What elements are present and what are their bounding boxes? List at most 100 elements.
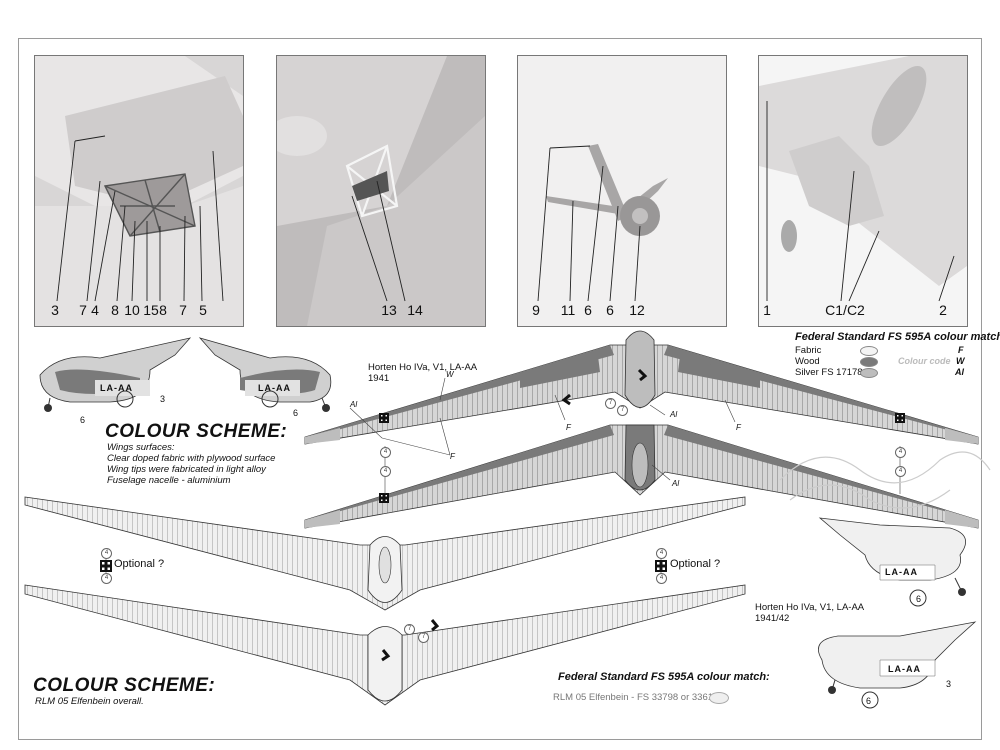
sideview-left-1941 [39,337,192,412]
photo-cockpit-frame-image [277,56,485,326]
material-code-fabric: F [450,452,455,461]
decal-callout-4: 4 [380,466,391,477]
federal-row-label: Fabric [795,345,822,356]
decal-callout-4: 4 [895,447,906,458]
decal-callout-7: 7 [605,398,616,409]
material-code-fabric: F [736,423,741,432]
callout-label: 13 [381,302,397,318]
callout-label: 9 [532,302,540,318]
federal-row-code: F [958,345,964,355]
colour-code-label: Colour code [898,356,951,366]
registration-label: LA-AA [888,664,921,674]
callout-label: 8 [111,302,119,318]
colour-scheme-line: Fuselage nacelle - aluminium [107,475,231,486]
colour-scheme-line: Clear doped fabric with plywood surface [107,453,276,464]
colour-scheme-line: Wing tips were fabricated in light alloy [107,464,266,475]
sideview-left-1942 [818,621,977,709]
decal-callout-7: 7 [617,405,628,416]
callout-label: 15 [143,302,159,318]
federal-standard-title: Federal Standard FS 595A colour match: [558,671,770,683]
federal-row-label: Silver FS 17178 [795,367,863,378]
photo-panel-engine-bay: 3 7 4 8 10 15 8 7 5 [34,55,244,327]
sideview-right-1941 [198,337,332,412]
decal-callout-6: 6 [80,415,86,425]
decal-callout-4: 4 [656,548,667,559]
callout-label: 2 [939,302,947,318]
photo-panel-landing-gear: 9 11 6 6 12 [517,55,727,327]
photo-engine-bay-image [35,56,243,326]
sheet-frame [18,38,982,740]
decal-callout-3: 3 [946,679,952,689]
federal-standard-line: RLM 05 Elfenbein - FS 33798 or 33618 [553,692,719,703]
callout-label: 3 [51,302,59,318]
federal-standard-title: Federal Standard FS 595A colour match: [795,331,1000,343]
photo-3-callouts: 9 11 6 6 12 [518,296,726,318]
decal-callout-6: 6 [866,696,872,706]
caption-v1-1941-year: 1941 [368,373,390,384]
sideview-right-1942 [818,517,967,607]
callout-label: 14 [407,302,423,318]
photo-landing-gear-image [518,56,726,326]
federal-row-code: Al [955,367,964,377]
callout-label: 6 [606,302,614,318]
material-code-fabric: F [566,423,571,432]
caption-v1-1942-title: Horten Ho IVa, V1, LA-AA [755,602,865,613]
decal-callout-4: 4 [656,573,667,584]
colour-scheme-heading: COLOUR SCHEME: [105,421,288,442]
photo-4-callouts: 1 C1/C2 2 [759,296,967,318]
callout-label: 1 [763,302,771,318]
callout-label: 8 [159,302,167,318]
wing-topview-1941-lower [304,424,979,529]
photo-1-callouts: 3 7 4 8 10 15 8 7 5 [35,296,243,318]
registration-label: LA-AA [100,383,133,393]
decal-callout-4: 4 [380,447,391,458]
leader-lines [105,377,901,584]
callout-label: 6 [584,302,592,318]
callout-label: 10 [124,302,140,318]
callout-label: 7 [79,302,87,318]
decal-callout-3: 3 [160,394,166,404]
material-code-wood: W [446,370,454,379]
decal-callout-6: 6 [916,594,922,604]
colour-scheme-heading: COLOUR SCHEME: [33,675,216,696]
decal-callout-4: 4 [101,548,112,559]
callout-label: 7 [179,302,187,318]
swatch-elfenbein [709,692,729,704]
registration-label: LA-AA [258,383,291,393]
callout-label: 11 [560,302,576,318]
caption-v1-1941-title: Horten Ho IVa, V1, LA-AA [368,362,478,373]
registration-label: LA-AA [885,567,918,577]
wing-topview-1942-lower [24,584,746,706]
wing-topview-1941-upper [304,330,979,445]
decal-callout-4: 4 [101,573,112,584]
swatch-alloy [860,368,878,378]
material-code-alloy: Al [670,410,678,419]
swatch-fabric [860,346,878,356]
decal-callout-4: 4 [895,466,906,477]
material-code-alloy: Al [672,479,680,488]
optional-marking-label: Optional ? [114,558,165,570]
material-code-alloy: Al [350,400,358,409]
colour-scheme-line: Wings surfaces: [107,442,175,453]
federal-row-label: Wood [795,356,820,367]
colour-scheme-line: RLM 05 Elfenbein overall. [35,696,144,707]
watermark-scribble [779,451,991,509]
callout-label: 4 [91,302,99,318]
callout-label: 5 [199,302,207,318]
federal-row-code: W [956,356,965,366]
callout-label: 12 [629,302,645,318]
photo-2-callouts: 13 14 [277,296,485,318]
caption-v1-1942-year: 1941/42 [755,613,790,624]
optional-marking-label: Optional ? [670,558,721,570]
swatch-wood [860,357,878,367]
decal-callout-7: 7 [404,624,415,635]
photo-panel-cockpit-frame: 13 14 [276,55,486,327]
photo-wing-underside-image [759,56,967,326]
callout-label: C1/C2 [825,302,865,318]
decal-callout-6: 6 [293,408,299,418]
wing-topview-1942-upper [24,496,746,611]
photo-panel-wing-underside: 1 C1/C2 2 [758,55,968,327]
decal-callout-7: 7 [418,632,429,643]
